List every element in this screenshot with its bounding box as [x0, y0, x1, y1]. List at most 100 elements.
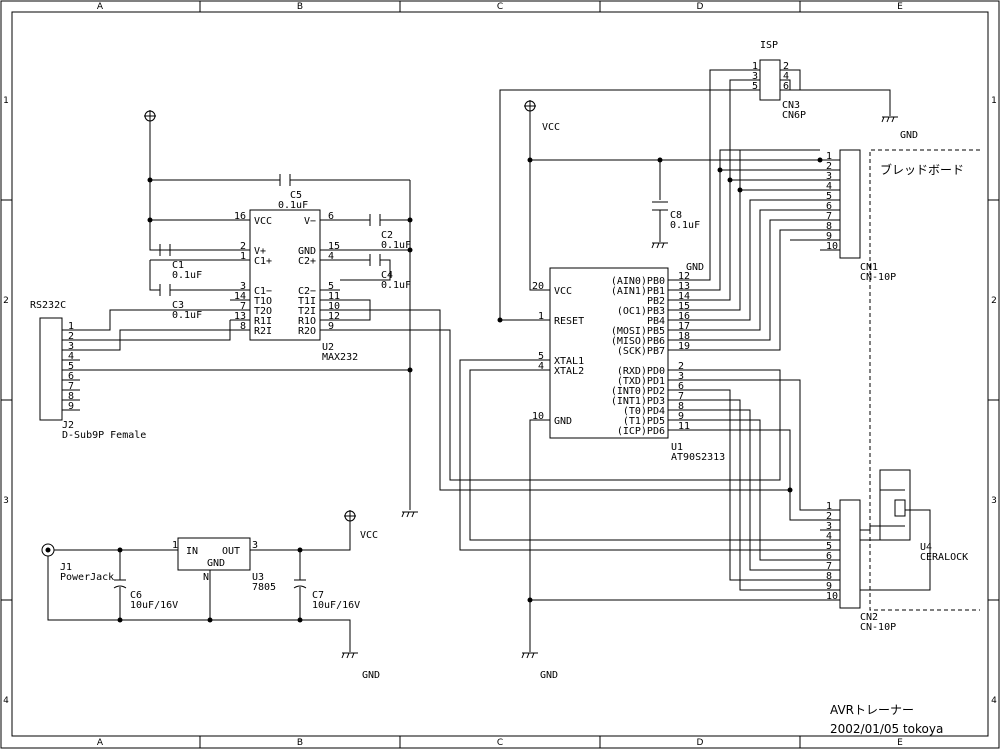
pin-name: (T1)PD5	[623, 416, 665, 427]
gnd-label: GND	[900, 130, 918, 141]
pin-number: 13	[234, 311, 246, 322]
pin-number: 7	[68, 381, 74, 392]
pin-name: R2O	[298, 326, 316, 337]
row-label-left: 4	[3, 696, 9, 706]
cn1-ref: CN1	[860, 262, 878, 273]
pin-number: 8	[826, 571, 832, 582]
pin-number: 4	[826, 531, 832, 542]
pin-number: 12	[328, 311, 340, 322]
pin-number: 9	[826, 231, 832, 242]
pin-number: 5	[68, 361, 74, 372]
pin-name: PB2	[647, 296, 665, 307]
pin-number: 13	[678, 281, 690, 292]
pin-number: 5	[752, 81, 758, 92]
pin-number: 1	[752, 61, 758, 72]
pin-number: 6	[783, 81, 789, 92]
col-label-top: A	[97, 2, 104, 12]
pin-name: (ICP)PD6	[617, 426, 665, 437]
c3-ref: C3	[172, 300, 184, 311]
pin-name: GND	[298, 246, 316, 257]
cn3-ref: CN3	[782, 100, 800, 111]
pin-number: 3	[68, 341, 74, 352]
pin-name: (SCK)PB7	[617, 346, 665, 357]
col-label-top: D	[697, 2, 704, 12]
pin-number: 14	[234, 291, 246, 302]
c8-value: 0.1uF	[670, 220, 700, 231]
pin-number: 20	[532, 281, 544, 292]
pin-name: XTAL1	[554, 356, 584, 367]
pin-number: 3	[678, 371, 684, 382]
pin-number: 9	[826, 581, 832, 592]
cn3-part: CN6P	[782, 110, 806, 121]
u3-pin-gnd: N	[203, 572, 209, 583]
pin-number: 5	[826, 191, 832, 202]
pin-number: 9	[678, 411, 684, 422]
col-label-top: E	[897, 2, 903, 12]
pin-number: 10	[532, 411, 544, 422]
pin-number: 3	[826, 171, 832, 182]
pin-number: 2	[826, 511, 832, 522]
pin-number: 6	[826, 551, 832, 562]
j2-ref: J2	[62, 420, 74, 431]
pin-name: R1O	[298, 316, 316, 327]
pin-number: 17	[678, 321, 690, 332]
pin-number: 2	[826, 161, 832, 172]
col-label-bottom: D	[697, 738, 704, 748]
pin-name: (INT0)PD2	[611, 386, 665, 397]
pin-number: 10	[328, 301, 340, 312]
pin-name: C2+	[298, 256, 316, 267]
pin-number: 4	[328, 251, 334, 262]
u1-ref: U1	[671, 442, 683, 453]
col-label-bottom: A	[97, 738, 104, 748]
pin-number: 4	[826, 181, 832, 192]
pin-name: C2−	[298, 286, 316, 297]
pin-number: 9	[68, 401, 74, 412]
pin-number: 5	[826, 541, 832, 552]
pin-name: (AIN0)PB0	[611, 276, 665, 287]
pin-name: (INT1)PD3	[611, 396, 665, 407]
c3-value: 0.1uF	[172, 310, 202, 321]
pin-name: (T0)PD4	[623, 406, 665, 417]
u2-wiring	[80, 121, 790, 518]
pin-name: (RXD)PD0	[617, 366, 665, 377]
pin-number: 15	[678, 301, 690, 312]
u2-ref: U2	[322, 342, 334, 353]
vcc-label: VCC	[542, 122, 560, 133]
col-label-bottom: E	[897, 738, 903, 748]
vcc-label: VCC	[360, 530, 378, 541]
row-label-right: 3	[991, 496, 997, 506]
pin-number: 16	[234, 211, 246, 222]
pin-number: 9	[328, 321, 334, 332]
pin-number: 19	[678, 341, 690, 352]
pin-number: 2	[678, 361, 684, 372]
pin-number: 1	[240, 251, 246, 262]
vcc-symbol	[144, 110, 156, 122]
row-label-right: 4	[991, 696, 997, 706]
u4-ref: U4	[920, 542, 932, 553]
j2-part: D-Sub9P Female	[62, 430, 146, 441]
pin-name: V−	[304, 216, 316, 227]
pin-number: 1	[826, 151, 832, 162]
pin-name: VCC	[554, 286, 572, 297]
j1-ref: J1	[60, 562, 72, 573]
pin-number: 5	[538, 351, 544, 362]
j1-part: PowerJack	[60, 572, 114, 583]
u2-part: MAX232	[322, 352, 358, 363]
c6-value: 10uF/16V	[130, 600, 178, 611]
pin-number: 7	[826, 561, 832, 572]
pin-number: 8	[826, 221, 832, 232]
u3-ref: U3	[252, 572, 264, 583]
pin-number: 16	[678, 311, 690, 322]
row-label-right: 2	[991, 296, 997, 306]
c4-ref: C4	[381, 270, 393, 281]
col-label-top: C	[497, 2, 503, 12]
pin-name: XTAL2	[554, 366, 584, 377]
pin-number: 3	[752, 71, 758, 82]
pin-number: 8	[240, 321, 246, 332]
c2-value: 0.1uF	[381, 240, 411, 251]
title-date-author: 2002/01/05 tokoya	[830, 722, 943, 736]
pin-number: 14	[678, 291, 690, 302]
u3-pin-in: 1	[172, 540, 178, 551]
